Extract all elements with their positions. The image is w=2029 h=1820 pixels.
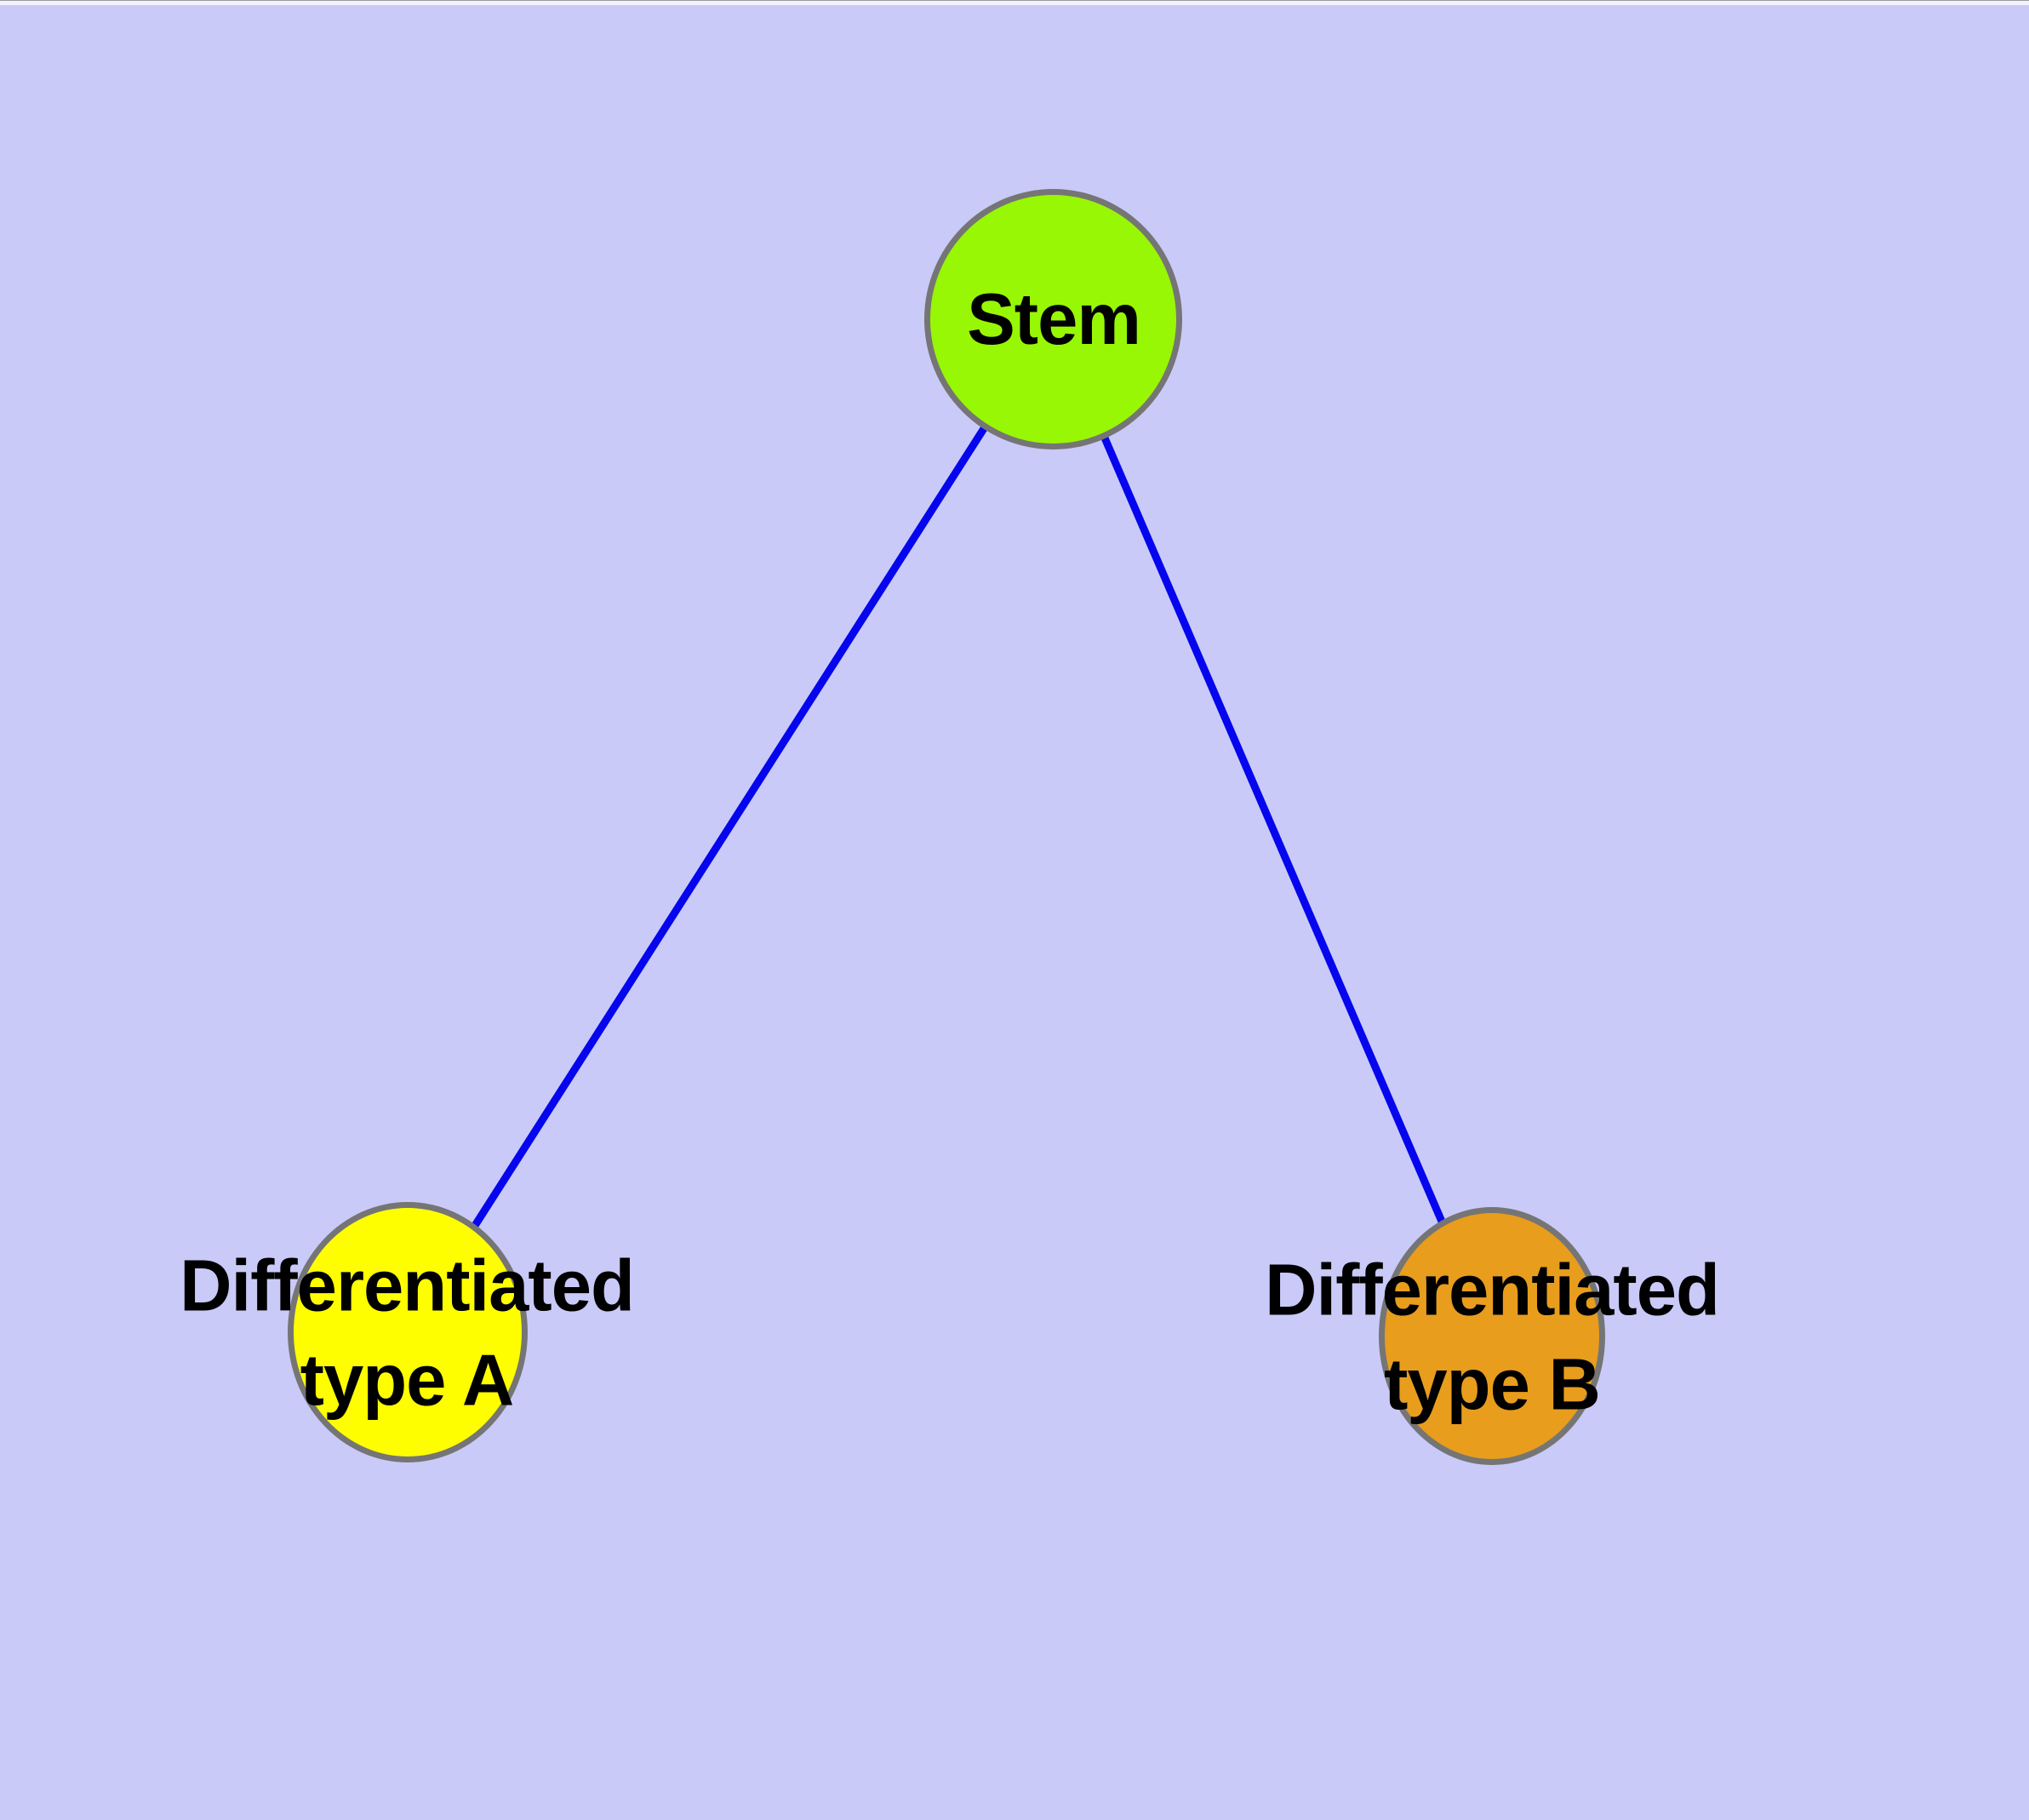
- node-type-a-label: Differentiated type A: [180, 1240, 635, 1428]
- node-type-b-label-line1: Differentiated: [1265, 1250, 1720, 1331]
- node-differentiated-type-a[interactable]: [288, 1202, 528, 1462]
- node-differentiated-type-b[interactable]: [1379, 1207, 1605, 1465]
- edge-stem-to-type-b: [1049, 318, 1496, 1340]
- node-stem[interactable]: [924, 189, 1182, 449]
- node-type-a-label-line2: type A: [300, 1340, 515, 1421]
- edge-stem-to-type-a: [403, 317, 1057, 1335]
- node-stem-label: Stem: [967, 278, 1141, 360]
- node-type-a-label-line1: Differentiated: [180, 1245, 635, 1327]
- node-type-b-label: Differentiated type B: [1265, 1245, 1720, 1433]
- window-top-edge: [0, 0, 2029, 5]
- node-type-b-label-line2: type B: [1384, 1344, 1601, 1425]
